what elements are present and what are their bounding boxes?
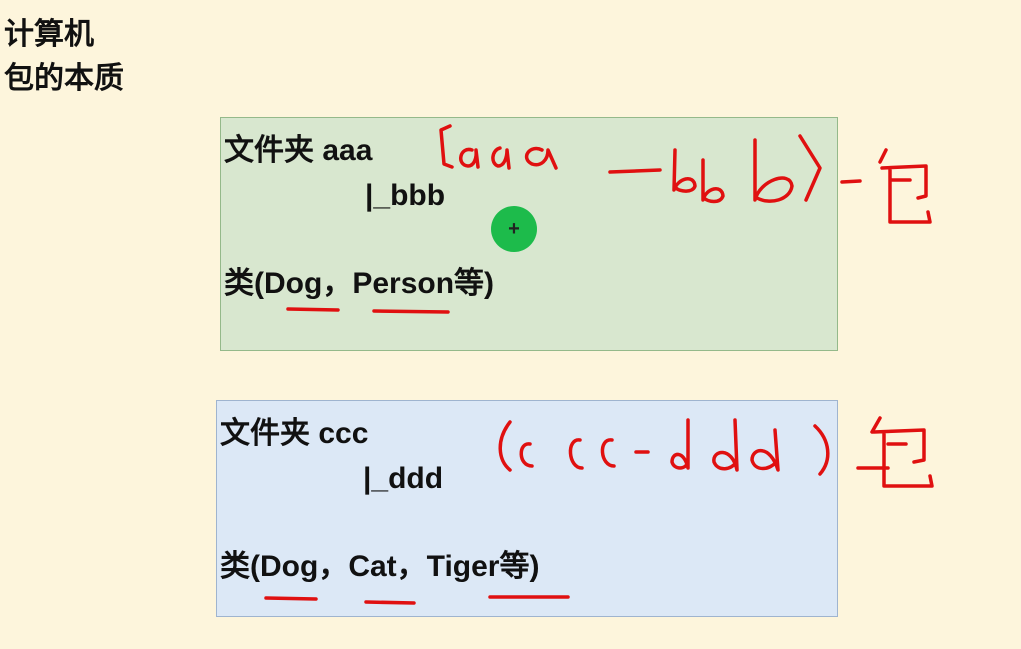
classes-ccc-line: 类(Dog，Cat，Tiger等) [220,549,539,585]
class-prefix: 类( [220,550,260,583]
crosshair-icon: + [508,218,520,240]
ink-bao-char-1 [878,148,932,224]
class-suffix: 等) [499,550,540,583]
classes-aaa-line: 类(Dog，Person等) [224,266,494,302]
class-dog: Dog [264,267,323,300]
class-prefix: 类( [224,267,264,300]
class-person: Person [352,267,455,300]
pointer-cursor-icon: + [491,206,537,252]
class-tiger: Tiger [426,550,500,583]
slide-title-line-2: 包的本质 [4,62,124,95]
subfolder-bbb-label: |_bbb [365,179,446,212]
class-dog: Dog [260,550,319,583]
class-suffix: 等) [454,267,495,300]
ink-dash-2 [840,179,862,184]
class-separator: ， [396,550,427,583]
folder-ccc-label: 文件夹 ccc [220,417,369,450]
slide-title-line-1: 计算机 [4,18,94,51]
class-separator: ， [318,550,349,583]
ink-bao-char-2 [870,416,934,488]
class-cat: Cat [348,550,397,583]
class-separator: ， [322,267,353,300]
subfolder-ddd-label: |_ddd [363,462,444,495]
folder-aaa-label: 文件夹 aaa [224,134,373,167]
